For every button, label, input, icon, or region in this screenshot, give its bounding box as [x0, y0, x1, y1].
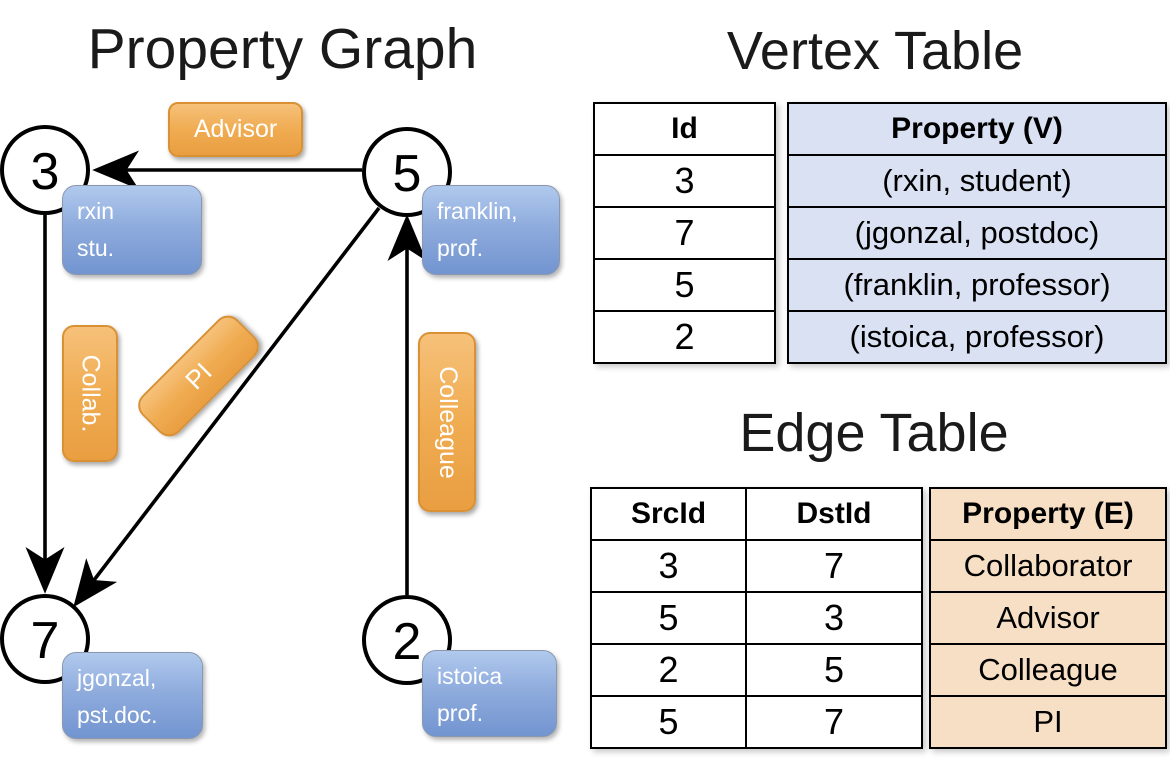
node-id-label: 7: [30, 612, 60, 670]
graph-node-2: 2: [362, 595, 452, 685]
edge-line-pi: [73, 206, 381, 608]
vertex-table-property-column: Property (V) (rxin, student) (jgonzal, p…: [787, 102, 1167, 364]
table-cell: 7: [745, 695, 923, 749]
table-row: Advisor: [929, 591, 1167, 645]
table-row: Colleague: [929, 643, 1167, 697]
table-cell: 2: [593, 310, 776, 364]
vertex-property-line: prof.: [437, 235, 484, 261]
table-row: (rxin, student): [787, 154, 1167, 208]
edge-table-property-column: Property (E) Collaborator Advisor Collea…: [929, 487, 1167, 749]
vertex-property-box-istoica: istoica prof.: [422, 650, 557, 737]
table-cell: 5: [745, 643, 923, 697]
edge-label-advisor: Advisor: [168, 102, 303, 157]
column-header-property-e: Property (E): [929, 487, 1167, 541]
table-cell: Collaborator: [929, 539, 1167, 593]
vertex-property-line: prof.: [437, 700, 484, 726]
table-cell: Colleague: [929, 643, 1167, 697]
table-cell: 3: [590, 539, 747, 593]
table-cell: 2: [590, 643, 747, 697]
table-row: Property (V): [787, 102, 1167, 156]
column-header-id: Id: [593, 102, 776, 156]
table-row: (istoica, professor): [787, 310, 1167, 364]
table-row: 2: [593, 310, 776, 364]
table-cell: 5: [590, 695, 747, 749]
table-row: 7: [593, 206, 776, 260]
table-cell: 3: [593, 154, 776, 208]
table-row: Collaborator: [929, 539, 1167, 593]
vertex-property-line: pst.doc.: [77, 702, 158, 728]
table-cell: 3: [745, 591, 923, 645]
edge-label-text: Advisor: [193, 115, 278, 143]
table-cell: Advisor: [929, 591, 1167, 645]
table-cell: (franklin, professor): [787, 258, 1167, 312]
table-row: 2 5: [590, 643, 923, 697]
table-row: 3: [593, 154, 776, 208]
edge-label-colleague: Colleague: [418, 332, 476, 512]
column-header-srcid: SrcId: [590, 487, 747, 541]
table-row: Id: [593, 102, 776, 156]
table-row: 3 7: [590, 539, 923, 593]
vertex-table-title: Vertex Table: [726, 21, 1024, 81]
table-row: SrcId DstId: [590, 487, 923, 541]
vertex-property-box-jgonzal: jgonzal, pst.doc.: [62, 652, 203, 739]
edge-label-collab: Collab.: [62, 325, 118, 462]
table-cell: 5: [593, 258, 776, 312]
vertex-property-box-franklin: franklin, prof.: [422, 185, 560, 275]
table-row: 5 7: [590, 695, 923, 749]
table-row: (jgonzal, postdoc): [787, 206, 1167, 260]
table-cell: 7: [745, 539, 923, 593]
table-row: (franklin, professor): [787, 258, 1167, 312]
property-graph-title: Property Graph: [87, 17, 478, 81]
node-id-label: 5: [392, 145, 422, 203]
table-cell: (rxin, student): [787, 154, 1167, 208]
column-header-dstid: DstId: [745, 487, 923, 541]
node-id-label: 2: [392, 613, 422, 671]
column-header-property-v: Property (V): [787, 102, 1167, 156]
table-cell: PI: [929, 695, 1167, 749]
vertex-property-box-rxin: rxin stu.: [62, 185, 202, 275]
table-row: PI: [929, 695, 1167, 749]
vertex-property-line: franklin,: [437, 198, 518, 224]
vertex-property-line: rxin: [77, 198, 115, 224]
table-row: Property (E): [929, 487, 1167, 541]
vertex-property-line: jgonzal,: [77, 665, 157, 691]
table-row: 5: [593, 258, 776, 312]
vertex-property-line: istoica: [437, 663, 503, 689]
table-cell: (istoica, professor): [787, 310, 1167, 364]
vertex-property-line: stu.: [77, 235, 115, 261]
edge-label-text: PI: [178, 356, 218, 395]
edge-label-text: Colleague: [433, 365, 462, 479]
table-cell: (jgonzal, postdoc): [787, 206, 1167, 260]
table-row: 5 3: [590, 591, 923, 645]
vertex-table-id-column: Id 3 7 5 2: [593, 102, 776, 364]
edge-table-title: Edge Table: [739, 403, 1009, 463]
table-cell: 5: [590, 591, 747, 645]
edge-label-text: Collab.: [76, 354, 105, 433]
node-id-label: 3: [30, 143, 60, 201]
edge-table-src-dst-columns: SrcId DstId 3 7 5 3 2 5 5 7: [590, 487, 923, 749]
table-cell: 7: [593, 206, 776, 260]
